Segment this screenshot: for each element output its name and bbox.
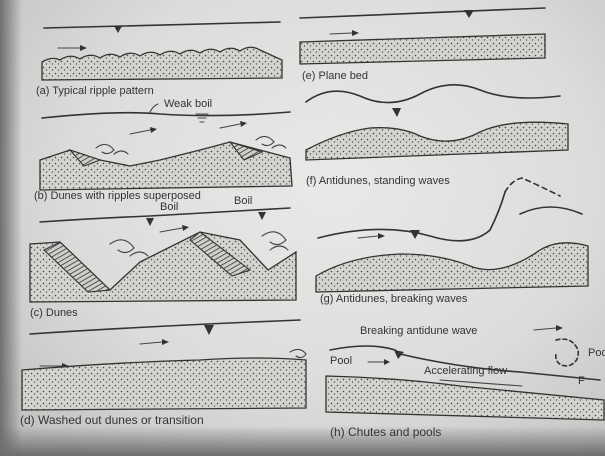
water-surface-g-right xyxy=(520,207,582,214)
label-boil-1: Boil xyxy=(160,201,178,213)
flow-arrow-d1 xyxy=(140,342,162,344)
flow-arrow-e xyxy=(330,33,352,34)
plane-bed-e xyxy=(300,34,545,64)
chute-pool-bed-h xyxy=(326,376,604,420)
label-accelerating-flow: Accelerating flow xyxy=(424,365,507,377)
arrow-breaking-wave xyxy=(534,328,556,330)
water-level-marker-d xyxy=(204,325,214,335)
label-breaking-antidune-wave: Breaking antidune wave xyxy=(360,325,477,337)
breaking-crest-g xyxy=(505,178,560,196)
eddy-c2 xyxy=(262,232,286,245)
caption-f: (f) Antidunes, standing waves xyxy=(306,175,450,187)
ripple-bed-a xyxy=(42,47,282,80)
panel-e-plane-bed: (e) Plane bed xyxy=(300,8,545,82)
panel-b-dunes-with-ripples: Weak boil (b) Dunes with ripples superpo… xyxy=(34,98,292,202)
boil-marker-c2 xyxy=(258,212,266,220)
water-surface-g xyxy=(318,192,505,241)
eddy-d xyxy=(290,349,306,357)
caption-c: (c) Dunes xyxy=(30,307,78,319)
panel-d-washed-out-dunes: (d) Washed out dunes or transition xyxy=(20,320,306,427)
water-surface-a xyxy=(44,22,280,28)
panel-h-chutes-and-pools: Breaking antidune wave Pod Pool Accelera… xyxy=(326,325,605,439)
boil-marker-c1 xyxy=(146,218,154,226)
water-surface-d xyxy=(30,320,300,334)
label-weak-boil: Weak boil xyxy=(164,98,212,110)
caption-g: (g) Antidunes, breaking waves xyxy=(320,293,468,305)
label-f: F xyxy=(578,375,585,387)
panel-g-breaking-waves: (g) Antidunes, breaking waves xyxy=(316,178,588,305)
caption-h: (h) Chutes and pools xyxy=(330,425,441,439)
water-surface-f xyxy=(306,85,560,103)
breaking-wave-curl xyxy=(556,339,579,366)
panel-c-dunes: Boil Boil (c) Dunes xyxy=(30,195,296,319)
eddy-b1 xyxy=(96,144,114,153)
panel-a-ripples: (a) Typical ripple pattern xyxy=(36,22,282,97)
eddy-b2 xyxy=(256,136,274,145)
caption-e: (e) Plane bed xyxy=(302,70,368,82)
label-pod: Pod xyxy=(588,347,605,359)
flow-arrow-b1 xyxy=(130,130,150,134)
label-pool: Pool xyxy=(330,355,352,367)
water-surface-b xyxy=(42,112,290,118)
antidune-bed-f xyxy=(306,122,568,160)
flow-arrow-g xyxy=(358,236,378,238)
water-level-marker-e xyxy=(464,10,474,18)
eddy-c1 xyxy=(110,240,134,253)
water-level-marker-g xyxy=(410,230,420,239)
antidune-bed-g xyxy=(316,243,588,292)
panel-f-standing-waves: (f) Antidunes, standing waves xyxy=(306,85,568,187)
water-surface-e xyxy=(300,8,545,18)
label-boil-2: Boil xyxy=(234,195,252,207)
caption-a: (a) Typical ripple pattern xyxy=(36,85,154,97)
water-level-marker-a xyxy=(114,26,122,33)
weak-boil-pointer xyxy=(150,104,158,112)
caption-d: (d) Washed out dunes or transition xyxy=(20,413,204,427)
water-level-marker-f xyxy=(392,108,401,117)
flow-arrow-c xyxy=(160,228,182,232)
